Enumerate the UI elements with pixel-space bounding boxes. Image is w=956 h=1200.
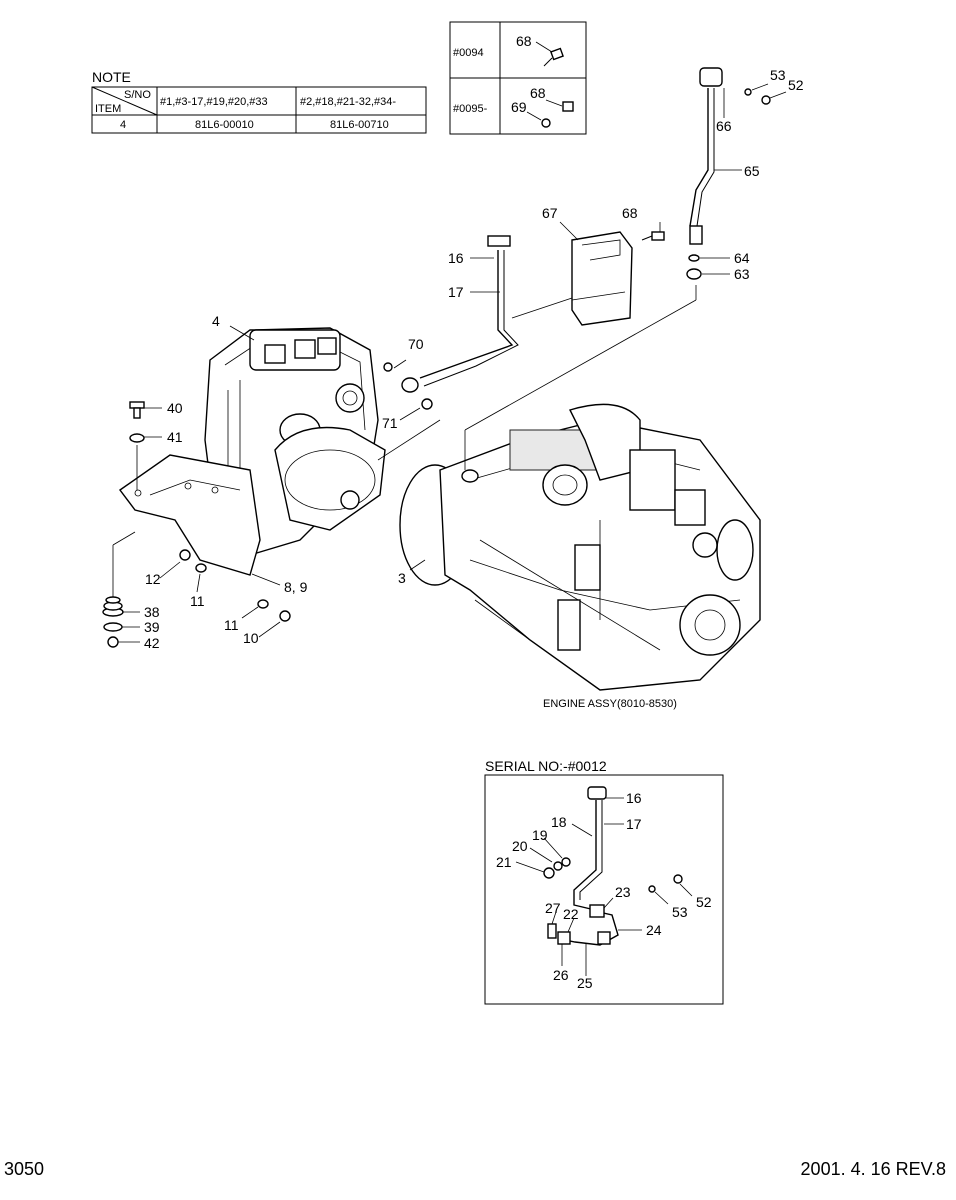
- note-row-item: 4: [120, 119, 126, 131]
- inset-callout-25: 25: [577, 975, 593, 991]
- washer-icon: [541, 118, 551, 128]
- inset-callout-21: 21: [496, 854, 512, 870]
- serial-row2-part-a: 68: [530, 85, 546, 101]
- note-row-col1: 81L6-00010: [195, 119, 254, 131]
- bolt-52: [761, 95, 771, 105]
- callout-38: 38: [144, 604, 160, 620]
- serial-row2-label: #0095-: [453, 103, 488, 115]
- fitting-27: [547, 923, 557, 939]
- note-header-sno: S/NO: [124, 89, 151, 101]
- fitting-66: [699, 67, 723, 87]
- callout-66: 66: [716, 118, 732, 134]
- washer-11: [195, 563, 207, 573]
- callout-16: 16: [448, 250, 464, 266]
- callout-70: 70: [408, 336, 424, 352]
- bolt-icon: [562, 101, 574, 112]
- callout-41: 41: [167, 429, 183, 445]
- inset-callout-22: 22: [563, 906, 579, 922]
- inset-callout-18: 18: [551, 814, 567, 830]
- washer-20: [553, 861, 563, 871]
- callout-42: 42: [144, 635, 160, 651]
- pipe-65: [686, 67, 771, 280]
- bolt-40: [129, 401, 145, 419]
- note-header-item: ITEM: [95, 103, 121, 115]
- clamp-16: [487, 235, 511, 247]
- note-table: NOTE S/NO ITEM #1,#3-17,#19,#20,#33 #2,#…: [91, 69, 427, 134]
- page-number: 3050: [4, 1159, 44, 1179]
- callout-53: 53: [770, 67, 786, 83]
- clamp-16: [587, 786, 607, 800]
- washer-39: [103, 622, 123, 632]
- note-col1-header: #1,#3-17,#19,#20,#33: [160, 96, 268, 108]
- inset-callout-27: 27: [545, 900, 561, 916]
- inset-callout-24: 24: [646, 922, 662, 938]
- inset-callout-19: 19: [532, 827, 548, 843]
- fitting-26: [557, 931, 571, 945]
- inset-title: SERIAL NO:-#0012: [485, 758, 607, 774]
- inset-callout-23: 23: [615, 884, 631, 900]
- callout-4: 4: [212, 313, 220, 329]
- engine-assembly: [399, 403, 761, 691]
- bolt-52b: [673, 874, 683, 884]
- washer-41: [129, 433, 145, 443]
- callout-39: 39: [144, 619, 160, 635]
- callout-12: 12: [145, 571, 161, 587]
- inset-callout-53: 53: [672, 904, 688, 920]
- nut-10: [279, 610, 291, 622]
- nut-63: [686, 268, 702, 280]
- callout-64: 64: [734, 250, 750, 266]
- inset-callout-17: 17: [626, 816, 642, 832]
- nut-42: [107, 636, 119, 648]
- date-revision: 2001. 4. 16 REV.8: [801, 1159, 946, 1179]
- callout-67: 67: [542, 205, 558, 221]
- fitting-23: [589, 904, 605, 918]
- inset-callout-52: 52: [696, 894, 712, 910]
- engine-caption: ENGINE ASSY(8010-8530): [543, 698, 677, 710]
- callout-17: 17: [448, 284, 464, 300]
- mount-38: [102, 596, 124, 617]
- serial-row1-part: 68: [516, 33, 532, 49]
- callouts: 4 40 41 12 11 11 10 8, 9 38 39 42 3 70 7…: [144, 67, 804, 651]
- callout-40: 40: [167, 400, 183, 416]
- bracket-67: [571, 231, 633, 326]
- mounting-bracket: [119, 454, 261, 576]
- note-title: NOTE: [92, 69, 131, 85]
- serial-variant-box: #0094 #0095- 68 68 69: [449, 21, 587, 135]
- serial-row2-part-b: 69: [511, 99, 527, 115]
- fitting-25: [597, 931, 611, 945]
- callout-71: 71: [382, 415, 398, 431]
- serial-inset: SERIAL NO:-#0012 16 17 18 19 20 2: [484, 758, 724, 1005]
- callout-10: 10: [243, 630, 259, 646]
- leader-lines: [118, 83, 787, 643]
- bolt-68: [641, 231, 665, 241]
- callout-68: 68: [622, 205, 638, 221]
- nut-12: [179, 549, 191, 561]
- callout-11b: 11: [224, 617, 239, 633]
- inset-callout-20: 20: [512, 838, 528, 854]
- pipe-17: [383, 235, 519, 410]
- inset-callout-26: 26: [553, 967, 569, 983]
- nut-21: [543, 867, 555, 879]
- callout-8-9: 8, 9: [284, 579, 308, 595]
- callout-11a: 11: [190, 593, 205, 609]
- callout-52: 52: [788, 77, 804, 93]
- callout-65: 65: [744, 163, 760, 179]
- serial-row1-label: #0094: [453, 47, 484, 59]
- note-col2-header: #2,#18,#21-32,#34-: [300, 96, 396, 108]
- inset-callout-16: 16: [626, 790, 642, 806]
- washer-71: [421, 398, 433, 410]
- bolt-icon: [543, 47, 564, 67]
- washer-19: [561, 857, 571, 867]
- washer-53b: [648, 885, 656, 893]
- washer-11b: [257, 599, 269, 609]
- callout-63: 63: [734, 266, 750, 282]
- washer-64: [688, 254, 700, 262]
- note-row-col2: 81L6-00710: [330, 119, 389, 131]
- callout-3: 3: [398, 570, 406, 586]
- washer-53: [744, 88, 752, 96]
- bolt-70: [383, 362, 393, 372]
